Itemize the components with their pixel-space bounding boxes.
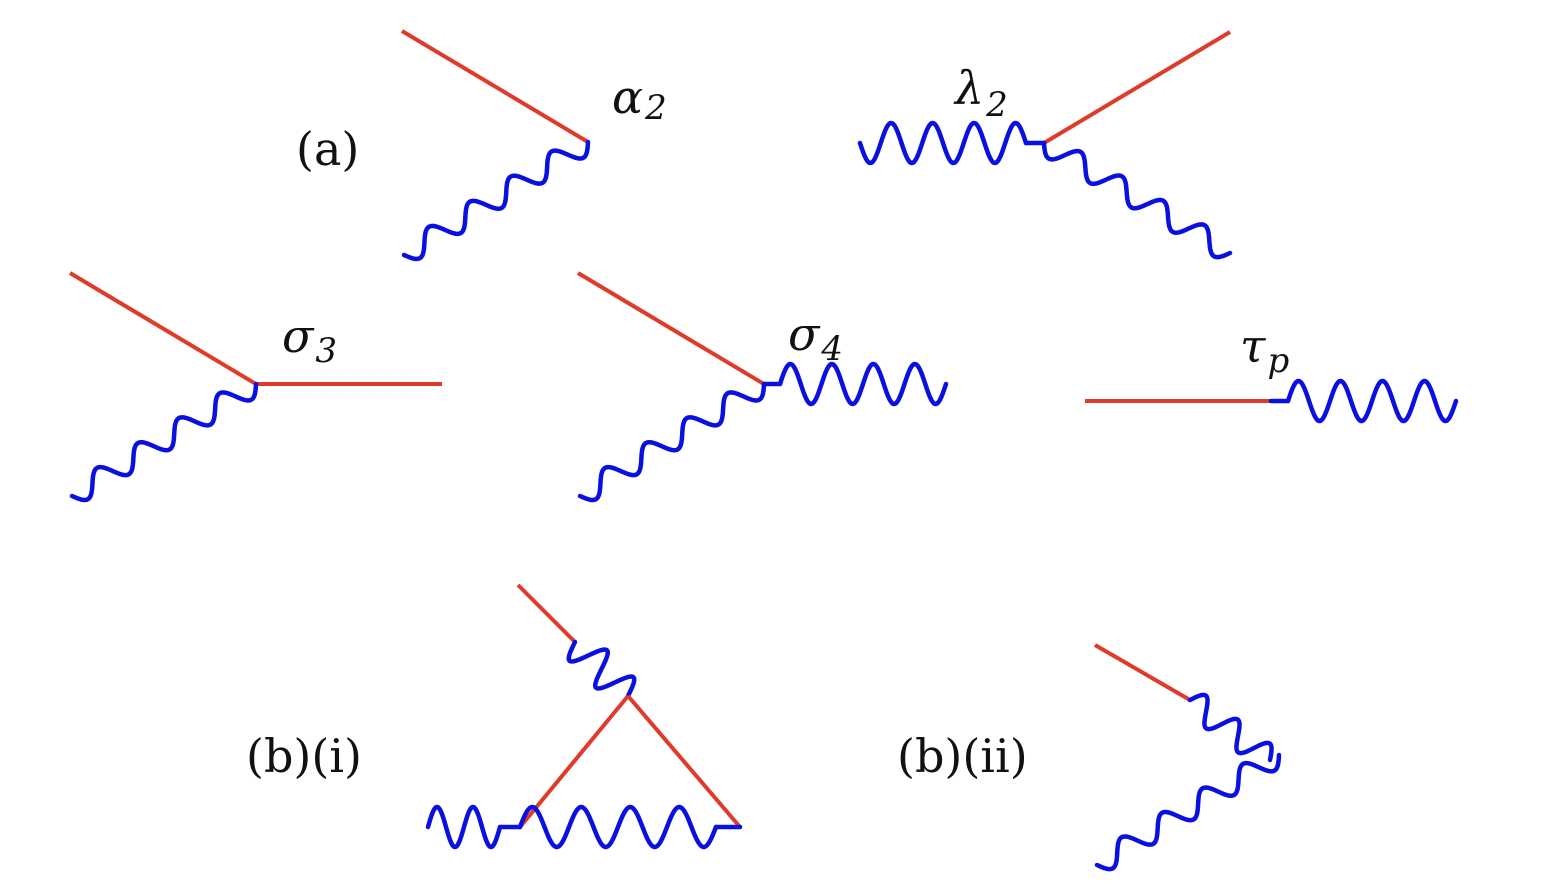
- panel-label-b-i: (b)(i): [246, 729, 362, 783]
- vertex-lambda2-symbol: λ: [953, 61, 984, 115]
- fermion-line: [68, 271, 258, 386]
- boson-line: [577, 381, 767, 503]
- boson-line: [401, 139, 591, 262]
- fermion-line: [576, 271, 766, 386]
- fermion-line: [1093, 643, 1192, 702]
- boson-line: [777, 361, 949, 407]
- fermion-line: [626, 694, 742, 829]
- panel-label-a: (a): [296, 122, 359, 176]
- boson-line: [1094, 752, 1282, 872]
- panel-label-b-ii: (b)(ii): [897, 729, 1028, 783]
- vertex-sigma3-symbol: σ: [282, 309, 315, 363]
- boson-line: [1187, 692, 1274, 763]
- boson-line: [517, 804, 719, 850]
- fermion-line: [516, 583, 577, 644]
- vertex-tau-p-symbol: τ: [1240, 319, 1267, 373]
- vertex-alpha2-index: 2: [644, 88, 667, 128]
- diagram-b-i: [425, 583, 743, 850]
- boson-line: [425, 804, 503, 850]
- svg-text:τp: τp: [1240, 319, 1289, 381]
- fermion-line: [400, 29, 590, 144]
- svg-text:σ4: σ4: [788, 307, 843, 369]
- boson-line: [857, 120, 1029, 166]
- vertex-lambda2: λ2: [857, 30, 1233, 260]
- vertex-tau-p: τp: [1085, 319, 1459, 424]
- vertex-tau-p-index: p: [1267, 341, 1289, 381]
- vertex-alpha2: α2: [400, 29, 667, 262]
- boson-line: [1041, 140, 1233, 260]
- vertex-sigma4-index: 4: [820, 329, 843, 369]
- vertex-sigma3-index: 3: [315, 331, 337, 371]
- svg-text:λ2: λ2: [953, 61, 1008, 125]
- vertex-sigma3: σ3: [68, 271, 442, 503]
- vertex-lambda2-index: 2: [985, 85, 1008, 125]
- svg-text:α2: α2: [612, 70, 667, 128]
- vertex-sigma4: σ4: [576, 271, 949, 503]
- boson-line: [69, 381, 259, 503]
- fermion-line: [1042, 30, 1232, 145]
- boson-line: [1285, 378, 1459, 424]
- fermion-line: [518, 694, 630, 829]
- vertex-sigma4-symbol: σ: [788, 307, 821, 361]
- diagram-b-ii: [1093, 643, 1282, 872]
- svg-text:σ3: σ3: [282, 309, 337, 371]
- vertex-alpha2-symbol: α: [612, 70, 643, 124]
- boson-line: [566, 639, 637, 699]
